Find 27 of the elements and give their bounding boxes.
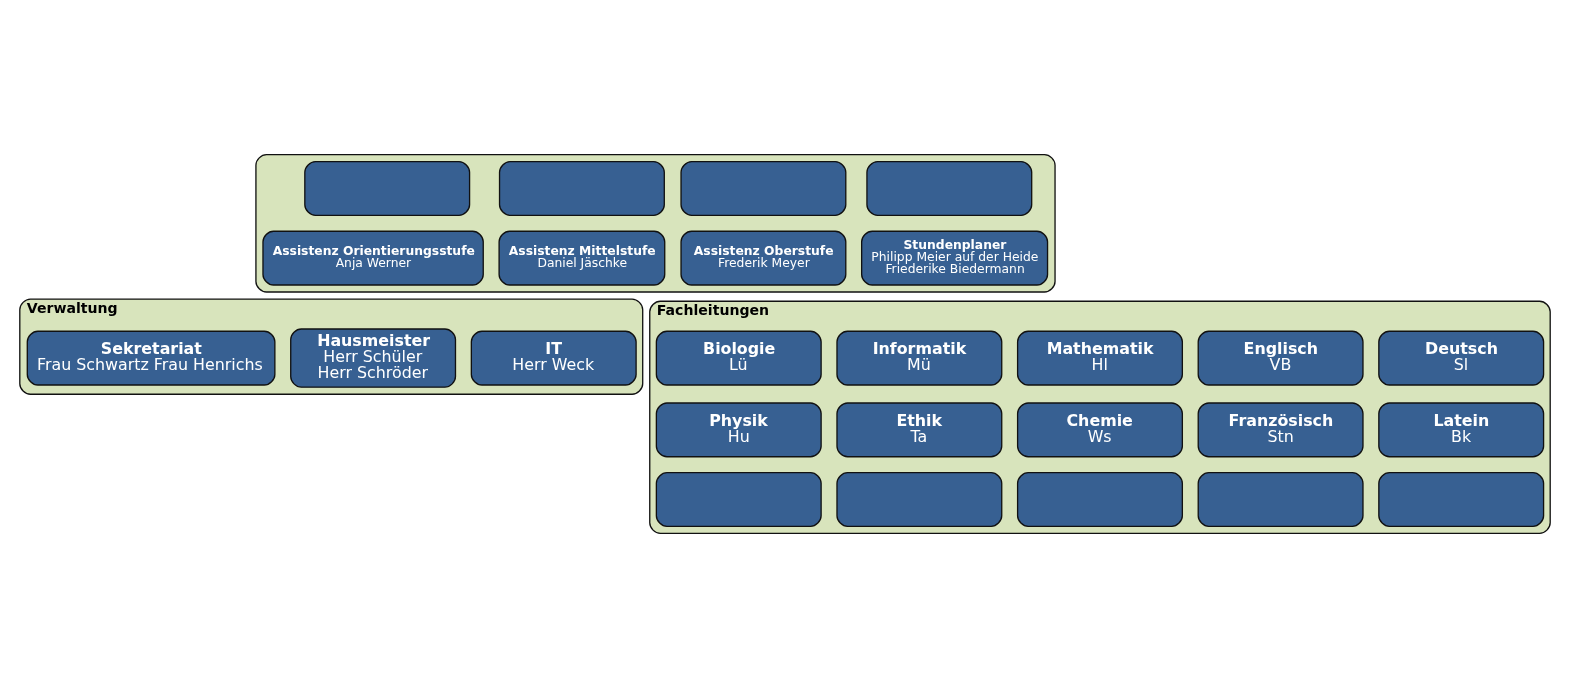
node-box: Französisch Stn	[1197, 401, 1364, 457]
node-box: Chemie Ws	[1016, 401, 1183, 457]
node-box: Assistenz Oberstufe Frederik Meyer	[680, 230, 847, 286]
node-box: Assistenz Orientierungsstufe Anja Werner	[262, 230, 484, 286]
node-box: Informatik Mü	[836, 330, 1003, 386]
node-box: IT Herr Weck	[470, 330, 637, 386]
node-box: Latein Bk	[1378, 401, 1545, 457]
node-box	[304, 160, 471, 216]
node-box	[680, 160, 847, 216]
node-box: Mathematik Hl	[1016, 330, 1183, 386]
node-box	[1016, 471, 1183, 527]
node-box	[866, 160, 1033, 216]
node-box	[498, 160, 665, 216]
node-box	[836, 471, 1003, 527]
node-box: Ethik Ta	[836, 401, 1003, 457]
node-box: Stundenplaner Philipp Meier auf der Heide Friederike Biedermann	[861, 230, 1049, 286]
cluster	[255, 153, 1056, 293]
node-box	[1378, 471, 1545, 527]
node-box: Deutsch Sl	[1378, 330, 1545, 386]
node-box: Sekretariat Frau Schwartz Frau Henrichs	[26, 330, 276, 386]
node-box: Englisch VB	[1197, 330, 1364, 386]
node-box	[655, 471, 822, 527]
node-box: Biologie Lü	[655, 330, 822, 386]
node-box: Assistenz Mittelstufe Daniel Jäschke	[498, 230, 666, 286]
node-box: Physik Hu	[655, 401, 822, 457]
node-box	[1197, 471, 1364, 527]
node-box: Hausmeister Herr Schüler Herr Schröder	[290, 327, 457, 388]
